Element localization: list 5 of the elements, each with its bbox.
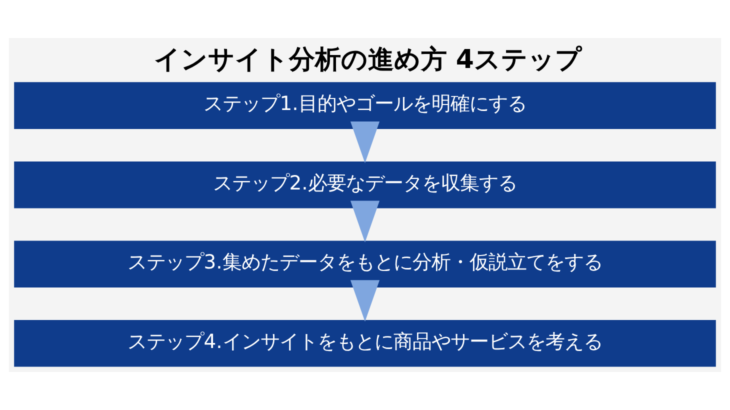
node-box: ステップ4.インサイトをもとに商品やサービスを考える — [14, 320, 716, 367]
arrow — [350, 200, 380, 242]
arrow — [350, 122, 380, 164]
arrow — [350, 280, 380, 322]
diagram-title: インサイト分析の進め方 4ステップ — [154, 44, 582, 75]
